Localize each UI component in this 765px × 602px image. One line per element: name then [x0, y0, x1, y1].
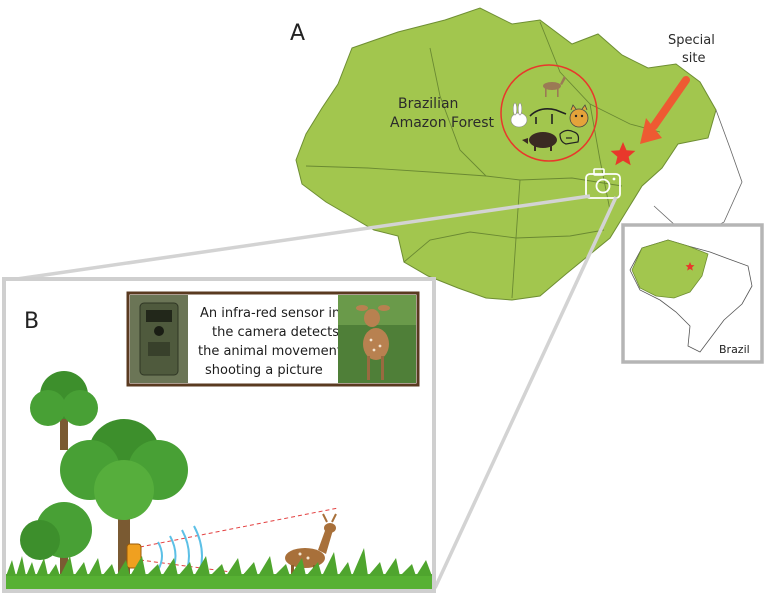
region-label-line1: Brazilian: [398, 96, 458, 112]
amazon-map: [295, 7, 743, 301]
caption-line4: shooting a picture: [205, 363, 323, 378]
fawn-photo: [338, 295, 416, 383]
arrow-icon: [640, 76, 690, 144]
state-borders: [305, 21, 661, 299]
brazil-inset: Brazil: [621, 223, 764, 364]
peccary-icon: [522, 132, 557, 151]
deer-icon: [543, 76, 566, 97]
rabbit-icon: [510, 102, 528, 128]
wildlife-ring: [500, 64, 598, 162]
jaguar-icon: [569, 104, 589, 128]
wildlife-circle: [500, 64, 598, 162]
caption-line3: the animal movement,: [198, 344, 346, 359]
camera-trap-device: [126, 543, 142, 569]
camera-trap-photo: [130, 295, 188, 383]
grass: [6, 548, 432, 589]
inset-label: Brazil: [719, 343, 750, 356]
tapir-icon: [559, 129, 580, 145]
site-label-line1: Special: [668, 33, 715, 48]
forest-trees: [20, 371, 188, 580]
caption-line1: An infra-red sensor in: [200, 306, 340, 321]
sensor-caption-box: An infra-red sensor in the camera detect…: [126, 291, 420, 387]
amazon-region: [295, 7, 717, 301]
inset-star-icon: [685, 262, 695, 271]
star-icon: [610, 142, 636, 166]
region-label-line2: Amazon Forest: [390, 115, 495, 131]
anteater-icon: [529, 108, 567, 124]
panel-b-letter: B: [24, 309, 39, 334]
zoom-connectors: [9, 194, 618, 589]
inset-amazon-region: [631, 239, 709, 299]
deer-icon: [285, 513, 337, 583]
site-label-line2: site: [682, 51, 705, 66]
caption-line2: the camera detects: [212, 325, 339, 340]
camera-icon: [585, 168, 621, 199]
panel-a-letter: A: [290, 21, 305, 46]
